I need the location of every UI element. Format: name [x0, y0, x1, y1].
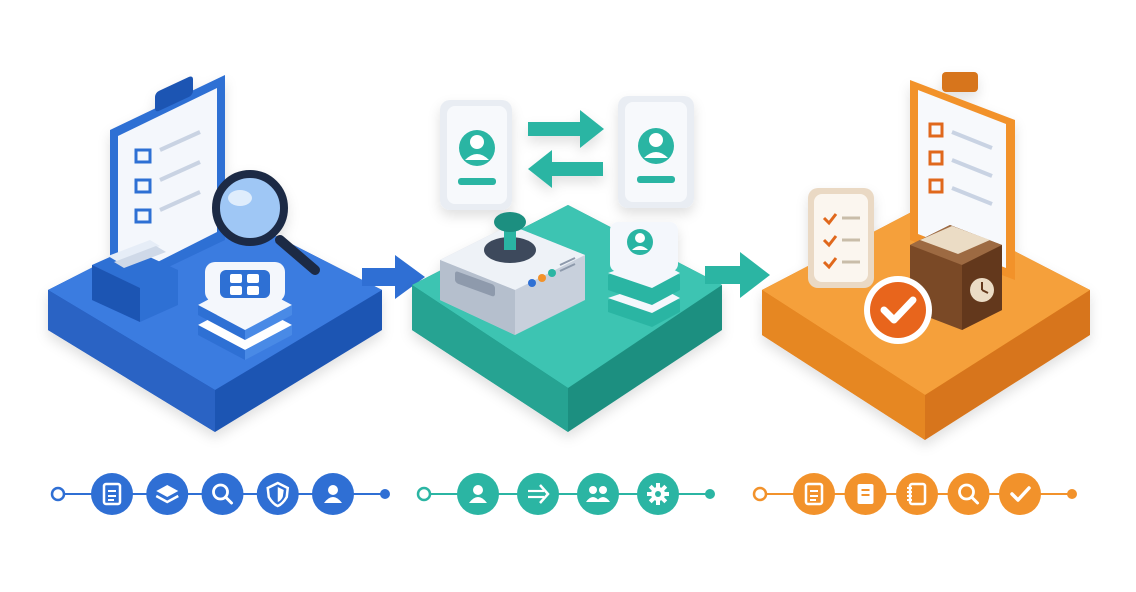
timeline-end-node: [380, 489, 390, 499]
arrow-right-icon[interactable]: [517, 473, 559, 515]
flow-arrow-1: [362, 255, 425, 299]
timeline-processing: [416, 473, 715, 515]
timeline-start-node: [752, 486, 768, 502]
timeline-collection: [50, 473, 390, 515]
timeline-end-node: [1067, 489, 1077, 499]
clipboard-checklist-icon: [910, 72, 1015, 280]
shield-icon[interactable]: [256, 473, 299, 515]
notebook-icon[interactable]: [896, 473, 938, 515]
user-database-icon: [608, 222, 680, 327]
users-icon[interactable]: [577, 473, 619, 515]
stage-verification: [762, 72, 1090, 440]
user-icon[interactable]: [457, 473, 499, 515]
timeline-start-node: [416, 486, 432, 502]
gear-icon[interactable]: [637, 473, 679, 515]
joystick-machine-icon: [440, 212, 585, 335]
timeline-end-node: [705, 489, 715, 499]
archive-clock-icon: [910, 225, 1002, 330]
document-list-icon[interactable]: [793, 473, 835, 515]
clipboard-checklist-icon: [110, 75, 225, 295]
layers-icon[interactable]: [146, 473, 189, 515]
profile-card-icon: [618, 96, 694, 208]
timeline-start-node: [50, 486, 66, 502]
checklist-card-icon: [808, 188, 874, 288]
timelines: [50, 473, 1077, 515]
profile-card-icon: [440, 100, 512, 210]
check-badge-icon: [864, 276, 932, 344]
database-grid-icon: [198, 262, 292, 360]
stage-collection: [48, 75, 382, 432]
magnifier-icon: [212, 170, 320, 275]
clipboard-icon[interactable]: [91, 473, 133, 515]
search-icon[interactable]: [201, 473, 244, 515]
check-icon[interactable]: [999, 473, 1041, 515]
exchange-arrows-icon: [528, 110, 604, 188]
user-icon[interactable]: [312, 473, 354, 515]
timeline-verification: [752, 473, 1077, 515]
flow-arrow-2: [705, 252, 770, 298]
search-icon[interactable]: [947, 473, 990, 515]
stage-processing: [412, 96, 722, 432]
document-icon[interactable]: [844, 473, 887, 515]
file-box-icon: [92, 240, 178, 322]
